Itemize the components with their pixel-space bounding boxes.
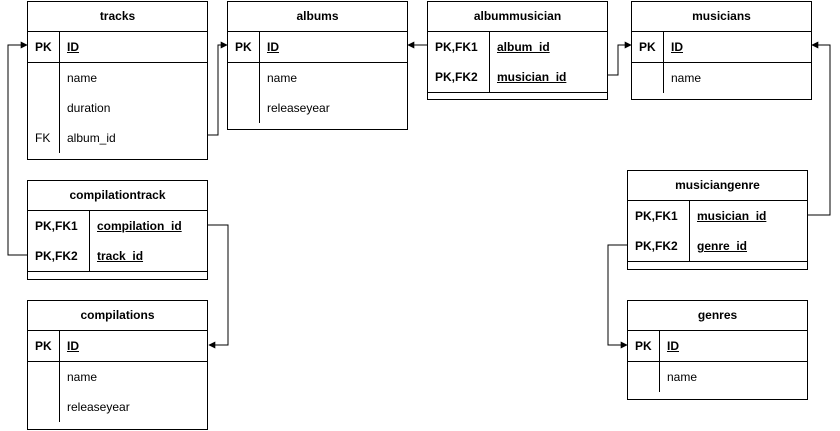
key-label [28, 63, 59, 93]
key-label [228, 93, 259, 123]
key-label [28, 362, 59, 392]
rel-compilationtrack-tracks [7, 41, 28, 256]
table-row[interactable]: name [628, 362, 807, 392]
entity-title: tracks [28, 2, 207, 32]
entity-albummusician[interactable]: albummusician PK,FK1 album_id PK,FK2 mus… [427, 1, 608, 100]
key-label: PK [35, 339, 52, 353]
entity-tracks[interactable]: tracks PK ID name duration FK album_id [27, 1, 208, 160]
key-label [228, 63, 259, 93]
key-label: PK,FK2 [35, 249, 78, 263]
column-name: ID [59, 32, 207, 62]
primary-key-group: PK,FK1 album_id PK,FK2 musician_id [428, 32, 607, 93]
entity-title: genres [628, 301, 807, 331]
column-name: album_id [489, 32, 607, 62]
key-label: PK,FK1 [435, 40, 478, 54]
column-name: musician_id [489, 62, 607, 92]
column-name: ID [659, 331, 807, 361]
entity-compilationtrack[interactable]: compilationtrack PK,FK1 compilation_id P… [27, 180, 208, 280]
key-label [632, 63, 663, 93]
table-row[interactable]: PK,FK2 genre_id [628, 231, 807, 261]
table-row[interactable]: PK,FK1 compilation_id [28, 211, 207, 241]
table-row[interactable]: PK,FK1 musician_id [628, 201, 807, 231]
table-row[interactable]: releaseyear [228, 93, 407, 123]
table-row[interactable]: PK,FK2 track_id [28, 241, 207, 271]
primary-key-group: PK,FK1 compilation_id PK,FK2 track_id [28, 211, 207, 272]
entity-genres[interactable]: genres PK ID name [627, 300, 808, 400]
column-name: duration [59, 93, 207, 123]
entity-musiciangenre[interactable]: musiciangenre PK,FK1 musician_id PK,FK2 … [627, 170, 808, 270]
rel-tracks-albums [208, 41, 228, 136]
column-name: ID [59, 331, 207, 361]
column-name: releaseyear [259, 93, 407, 123]
table-row[interactable]: PK,FK1 album_id [428, 32, 607, 62]
table-row[interactable]: name [28, 63, 207, 93]
key-label: PK [235, 40, 252, 54]
key-label: PK [639, 40, 656, 54]
table-row[interactable]: PK ID [228, 32, 407, 63]
entity-title: musicians [632, 2, 811, 32]
table-row[interactable]: name [28, 362, 207, 392]
column-name: ID [663, 32, 811, 62]
table-row[interactable]: duration [28, 93, 207, 123]
rel-albummusician-musicians [608, 41, 632, 76]
key-label: PK [635, 339, 652, 353]
rel-compilationtrack-compilations [208, 224, 229, 349]
key-label [628, 362, 659, 392]
column-name: name [663, 63, 811, 93]
rel-musiciangenre-genres [607, 244, 628, 349]
column-name: name [659, 362, 807, 392]
column-name: name [259, 63, 407, 93]
column-name: track_id [89, 241, 207, 271]
entity-albums[interactable]: albums PK ID name releaseyear [227, 1, 408, 130]
key-label: PK,FK2 [635, 239, 678, 253]
table-row[interactable]: name [228, 63, 407, 93]
entity-musicians[interactable]: musicians PK ID name [631, 1, 812, 100]
key-label: PK,FK2 [435, 70, 478, 84]
table-row[interactable]: PK,FK2 musician_id [428, 62, 607, 92]
column-name: ID [259, 32, 407, 62]
table-row[interactable]: PK ID [628, 331, 807, 362]
table-row[interactable]: name [632, 63, 811, 93]
entity-title: compilations [28, 301, 207, 331]
rel-musiciangenre-musicians [808, 41, 831, 216]
column-name: releaseyear [59, 392, 207, 422]
key-label [28, 93, 59, 123]
table-row[interactable]: releaseyear [28, 392, 207, 422]
key-label: PK,FK1 [635, 209, 678, 223]
key-label: FK [35, 131, 51, 145]
table-row[interactable]: PK ID [28, 32, 207, 63]
column-name: musician_id [689, 201, 807, 231]
column-name: compilation_id [89, 211, 207, 241]
column-name: name [59, 362, 207, 392]
table-row[interactable]: PK ID [632, 32, 811, 63]
column-name: album_id [59, 123, 207, 153]
entity-title: musiciangenre [628, 171, 807, 201]
key-label [28, 392, 59, 422]
entity-title: albummusician [428, 2, 607, 32]
key-label: PK [35, 40, 52, 54]
table-row[interactable]: FK album_id [28, 123, 207, 153]
primary-key-group: PK,FK1 musician_id PK,FK2 genre_id [628, 201, 807, 262]
entity-compilations[interactable]: compilations PK ID name releaseyear [27, 300, 208, 430]
entity-title: compilationtrack [28, 181, 207, 211]
entity-title: albums [228, 2, 407, 32]
table-row[interactable]: PK ID [28, 331, 207, 362]
key-label: PK,FK1 [35, 219, 78, 233]
column-name: genre_id [689, 231, 807, 261]
column-name: name [59, 63, 207, 93]
